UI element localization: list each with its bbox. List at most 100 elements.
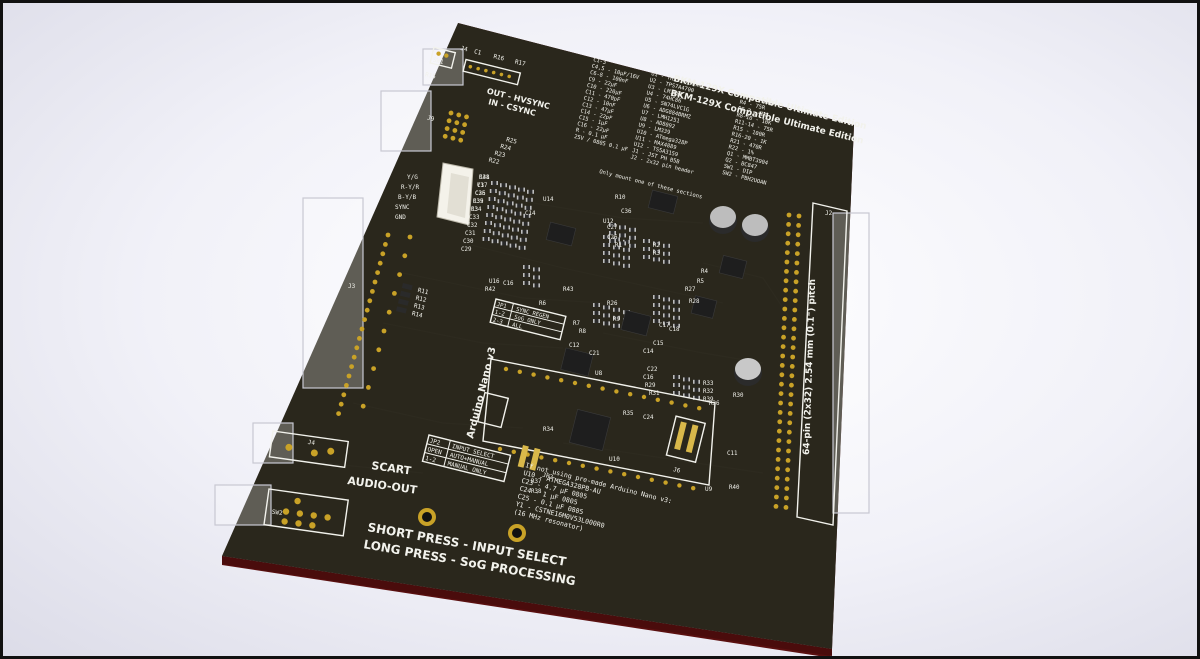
ref-r16: R16 — [493, 53, 506, 63]
component-ref: R26 — [607, 301, 618, 307]
component-ref: R6 — [539, 301, 546, 307]
input-connector: Y/G R-Y/R B-Y/B SYNC GND — [395, 162, 474, 226]
ref-j2: J2 — [825, 210, 833, 217]
component-ref: R29 — [645, 383, 656, 389]
label-scart: SCART — [371, 459, 413, 478]
component-ref: R7 — [573, 321, 580, 327]
component-ref: C14 — [525, 211, 536, 217]
component-ref: C15 — [653, 341, 664, 347]
component-ref: R35 — [623, 411, 634, 417]
component-ref: C37 — [477, 183, 488, 189]
mount-holes — [418, 508, 526, 542]
ghost-connectors — [214, 48, 870, 526]
component-ref: R42 — [485, 287, 495, 293]
pcb-side — [222, 556, 832, 656]
ref-jp2: JP2 — [541, 472, 554, 482]
component-ref: Y1 — [477, 183, 484, 189]
r11-14: R11 R12 R13 R14 — [395, 283, 430, 320]
j4-audio: J4 — [268, 430, 350, 469]
pin-b-y-b: B-Y/B — [398, 194, 416, 201]
component-ref: R8 — [579, 329, 586, 335]
bom-line: C1-3 — [593, 57, 607, 66]
component-ref: C16 — [643, 375, 654, 381]
component-ref: C22 — [647, 367, 657, 373]
component-refs: C38C37C36C35C34C33C32C31C30C29C14U14C16U… — [461, 175, 744, 495]
ref-r25: R25 — [505, 136, 518, 146]
component-ref: C36 — [475, 191, 486, 197]
component-ref: R27 — [685, 287, 696, 293]
j2-header: J2 64-pin (2x32) 2.54 mm (0.1") pitch — [773, 202, 848, 526]
pin-r-y-r: R-Y/R — [401, 184, 419, 191]
component-ref: C29 — [461, 247, 472, 253]
j6-header: J6 — [665, 415, 707, 475]
pin-sync: SYNC — [395, 204, 410, 211]
component-ref: R10 — [615, 195, 626, 201]
component-ref: R3 — [653, 251, 660, 257]
ref-r15: R15 — [424, 71, 437, 81]
component-ref: C38 — [479, 175, 490, 181]
pcb-board — [222, 23, 854, 649]
component-ref: C24 — [643, 415, 654, 421]
ref-r12: R12 — [415, 295, 428, 305]
component-ref: C21 — [589, 351, 600, 357]
component-ref: R41 — [479, 175, 490, 181]
jp2-cell-key: OPEN — [427, 446, 443, 456]
component-ref: U16 — [489, 279, 500, 285]
jp1-cell-key: 1-2 — [494, 310, 505, 318]
component-ref: C33 — [469, 215, 480, 221]
j9-header: J9 R25 R24 R23 R22 — [426, 110, 518, 167]
component-ref: R39 — [473, 199, 484, 205]
component-ref: R5 — [697, 279, 704, 285]
ref-c1: C1 — [473, 48, 482, 57]
component-ref: C32 — [467, 223, 477, 229]
jp2-cell-key: 1-2 — [424, 455, 437, 465]
jp1-cell-key: 2-3 — [492, 317, 503, 325]
component-ref: R30 — [733, 393, 744, 399]
ref-r22: R22 — [488, 157, 501, 167]
component-ref: U12 — [603, 219, 613, 225]
pin-y-g: Y/G — [407, 174, 418, 181]
sw2-switch: SW2 — [263, 488, 350, 537]
ref-r23: R23 — [494, 150, 507, 160]
component-ref: R38 — [531, 489, 542, 495]
component-ref: R36 — [709, 401, 720, 407]
component-ref: R3 — [471, 207, 478, 213]
ref-j4: J4 — [307, 439, 316, 447]
ref-sw2: SW2 — [271, 509, 283, 517]
component-ref: C34 — [471, 207, 482, 213]
ref-j4-top: J4 — [460, 45, 469, 54]
component-ref: R31 — [649, 391, 660, 397]
component-ref: R1 — [615, 243, 622, 249]
jp1-cell-key: JP1 — [496, 302, 507, 310]
component-ref: R2 — [653, 243, 660, 249]
ref-r14: R14 — [411, 310, 424, 320]
component-ref: C16 — [503, 281, 514, 287]
component-ref: R37 — [531, 479, 542, 485]
component-ref: C11 — [727, 451, 738, 457]
component-ref: C31 — [465, 231, 476, 237]
component-ref: C30 — [463, 239, 474, 245]
ref-r17: R17 — [514, 58, 527, 68]
ref-j6: J6 — [672, 466, 681, 475]
j3-scart-pads: J3 — [336, 232, 413, 416]
pin-gnd: GND — [395, 214, 406, 221]
ref-j3: J3 — [348, 283, 356, 290]
component-ref: R32 — [703, 389, 713, 395]
ref-u10: U10 — [609, 456, 620, 463]
component-ref: R40 — [729, 485, 740, 491]
component-ref: C27 — [607, 225, 618, 231]
component-ref: R34 — [543, 427, 554, 433]
component-ref: R33 — [703, 381, 714, 387]
ref-sw1: SW1 — [432, 57, 445, 67]
ref-r24: R24 — [500, 143, 513, 153]
component-ref: C35 — [473, 199, 484, 205]
component-ref: U14 — [543, 197, 554, 203]
ic-group: U8 U10 U9 — [545, 189, 748, 493]
component-ref: R9 — [613, 317, 620, 323]
ref-j9: J9 — [426, 114, 435, 123]
pcb-scene: BKM-129X Compatible Ultimate Edition J4 … — [214, 23, 870, 656]
ref-r11: R11 — [417, 287, 430, 297]
component-ref: R28 — [689, 299, 700, 305]
jp1-cell-value: ALL — [511, 322, 523, 330]
